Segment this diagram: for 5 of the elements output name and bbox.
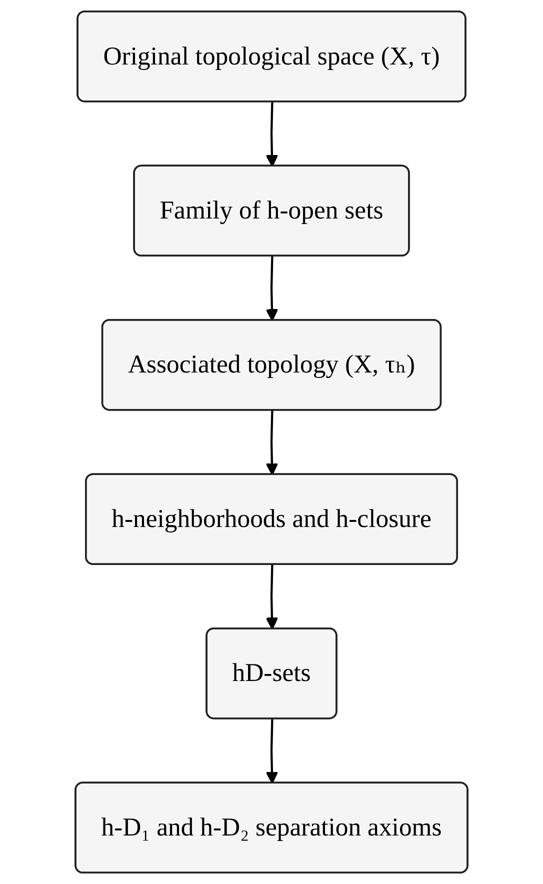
arrow — [266, 256, 278, 322]
arrow — [266, 719, 278, 784]
arrow — [266, 410, 278, 476]
arrow — [266, 102, 278, 167]
arrow — [266, 564, 278, 630]
